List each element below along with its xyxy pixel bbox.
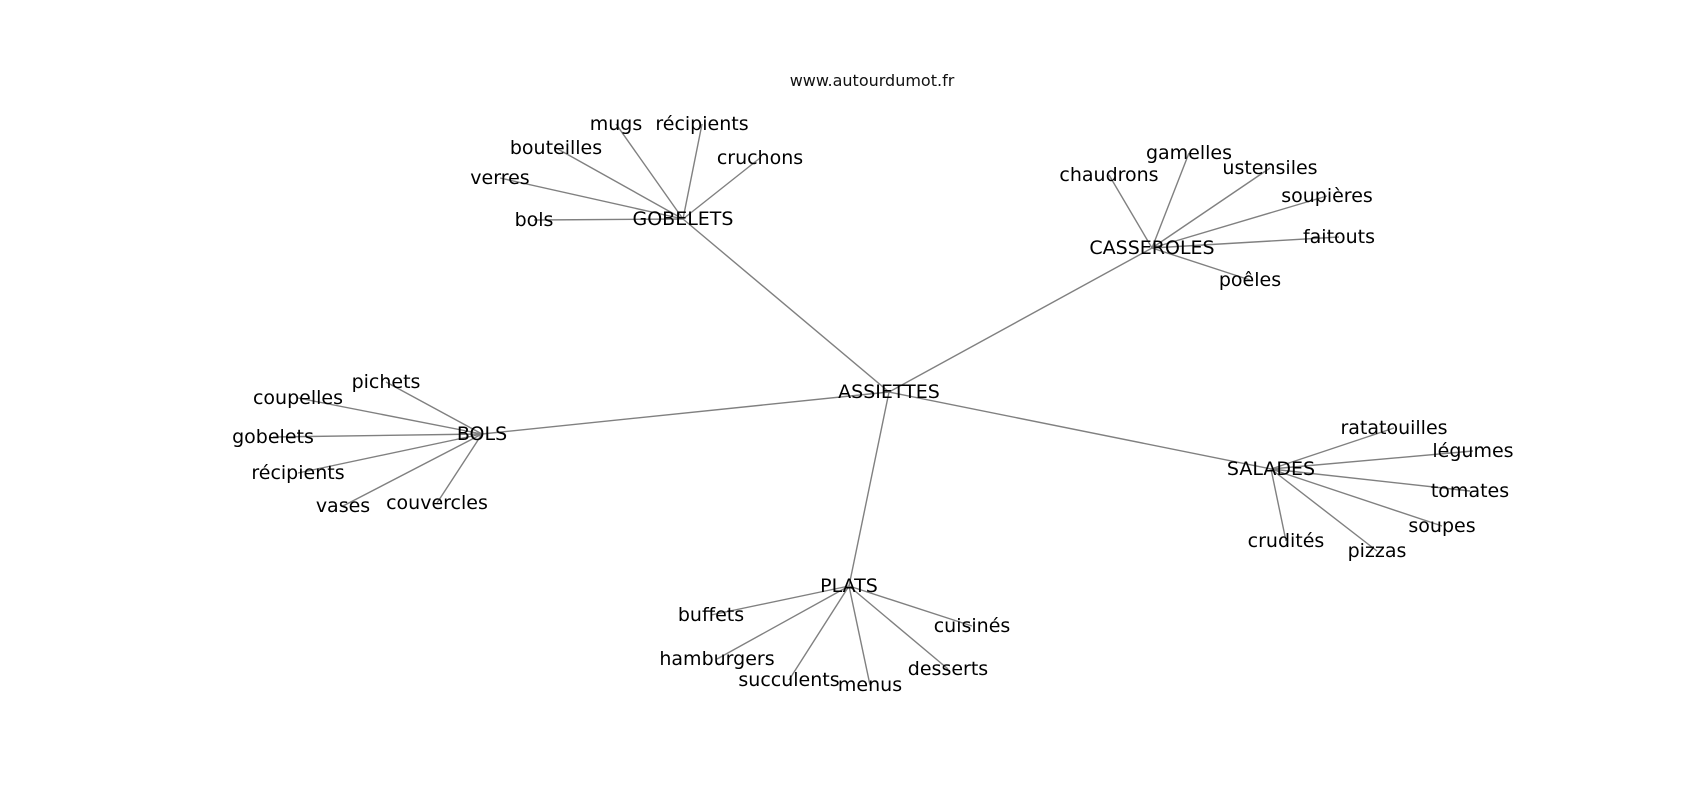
graph-edge [888, 247, 1153, 393]
graph-edge [682, 218, 890, 393]
hub-node-label: GOBELETS [633, 208, 734, 230]
graph-edge [385, 381, 483, 435]
hub-node-label: PLATS [820, 575, 878, 597]
leaf-node-label: cuisinés [934, 615, 1011, 637]
graph-edge [682, 123, 703, 220]
hub-node-label: SALADES [1227, 458, 1315, 480]
graph-edge [1151, 247, 1251, 281]
graph-edge [1270, 427, 1395, 470]
graph-edge [297, 433, 483, 474]
graph-edge [533, 218, 684, 221]
hub-node-label: BOLS [457, 423, 507, 445]
graph-edge [555, 147, 684, 220]
leaf-node-label: faitouts [1303, 226, 1375, 248]
graph-edge [788, 585, 850, 681]
leaf-node-label: crudités [1248, 530, 1325, 552]
leaf-node-label: pizzas [1348, 540, 1407, 562]
graph-edge [1270, 450, 1474, 470]
graph-edge [499, 177, 684, 220]
leaf-node-label: bols [515, 209, 554, 231]
leaf-node-label: bouteilles [510, 137, 602, 159]
leaf-node-label: succulents [738, 669, 839, 691]
leaf-node-label: légumes [1432, 440, 1513, 462]
source-watermark: www.autourdumot.fr [789, 71, 955, 90]
graph-edge [481, 391, 890, 435]
graph-edge [710, 585, 850, 616]
leaf-node-label: coupelles [253, 387, 343, 409]
graph-edge [297, 397, 483, 435]
leaf-node-label: récipients [655, 113, 748, 135]
graph-edge [682, 157, 761, 220]
leaf-node-label: menus [838, 674, 902, 696]
graph-edge [1108, 174, 1153, 249]
graph-edge [848, 391, 890, 587]
leaf-node-label: récipients [251, 462, 344, 484]
hub-node-label: CASSEROLES [1089, 237, 1214, 259]
leaf-node-label: vases [316, 495, 370, 517]
leaf-node-label: gobelets [232, 426, 314, 448]
leaf-node-label: pichets [352, 371, 421, 393]
graph-edge [1151, 236, 1340, 249]
leaf-node-label: buffets [678, 604, 744, 626]
leaf-node-label: soupes [1408, 515, 1475, 537]
leaf-node-label: ustensiles [1222, 157, 1317, 179]
leaf-node-label: tomates [1431, 480, 1509, 502]
graph-edge [436, 433, 483, 504]
graph-edge [848, 585, 871, 686]
leaf-node-label: soupières [1281, 185, 1373, 207]
leaf-node-label: cruchons [717, 147, 803, 169]
graph-edge [848, 585, 973, 627]
leaf-node-label: poêles [1219, 269, 1281, 291]
graph-edge [1270, 468, 1287, 542]
graph-edge [272, 433, 483, 438]
leaf-node-label: mugs [590, 113, 643, 135]
leaf-node-label: couvercles [386, 492, 488, 514]
graph-edge [716, 585, 850, 660]
graph-edge [342, 433, 483, 507]
graph-edge [888, 391, 1272, 470]
graph-edge [1151, 195, 1328, 249]
graph-edge [1151, 167, 1271, 249]
leaf-node-label: chaudrons [1059, 164, 1158, 186]
graph-edge [1270, 468, 1471, 492]
leaf-node-label: ratatouilles [1340, 417, 1447, 439]
graph-edge [615, 123, 684, 220]
leaf-node-label: gamelles [1146, 142, 1232, 164]
graph-edge [848, 585, 949, 670]
leaf-node-label: desserts [908, 658, 988, 680]
graph-edge [1270, 468, 1443, 527]
leaf-node-label: verres [470, 167, 529, 189]
root-node-label: ASSIETTES [838, 381, 940, 403]
graph-edge [1270, 468, 1378, 552]
graph-edge [1151, 152, 1190, 249]
leaf-node-label: hamburgers [659, 648, 774, 670]
